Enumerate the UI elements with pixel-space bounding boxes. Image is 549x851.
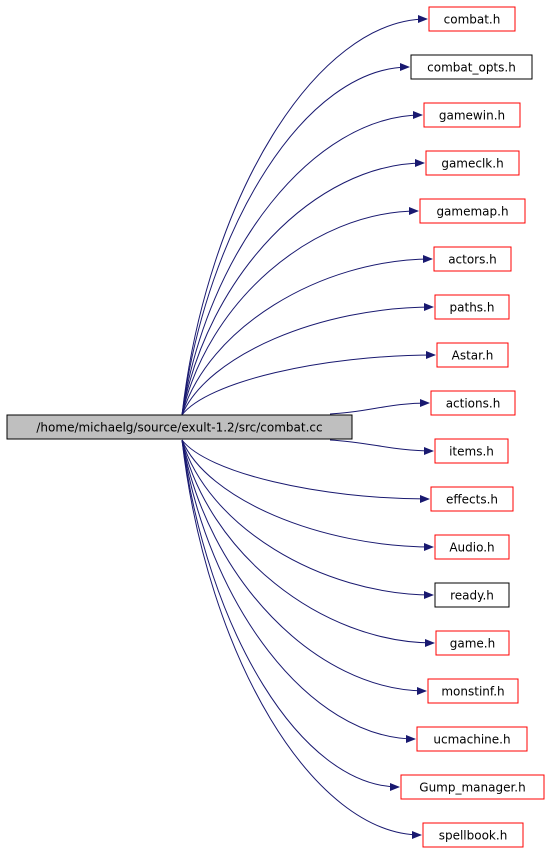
- include-edge: [181, 439, 430, 503]
- include-node-label: gamemap.h: [436, 205, 508, 219]
- include-node[interactable]: Astar.h: [436, 342, 509, 368]
- include-edge: [329, 399, 430, 415]
- include-node[interactable]: gameclk.h: [425, 150, 520, 176]
- include-node-label: game.h: [450, 637, 495, 651]
- include-edge: [181, 15, 428, 416]
- source-file-label: /home/michaelg/source/exult-1.2/src/comb…: [36, 421, 322, 435]
- include-node-box[interactable]: [433, 246, 512, 272]
- include-node[interactable]: combat_opts.h: [410, 54, 533, 80]
- include-node-label: paths.h: [450, 301, 495, 315]
- include-node-label: Astar.h: [452, 349, 494, 363]
- include-edge: [181, 351, 436, 416]
- include-edge: [181, 439, 427, 695]
- include-node-label: gameclk.h: [441, 157, 503, 171]
- include-node-box[interactable]: [435, 630, 510, 656]
- include-node-label: combat_opts.h: [427, 61, 516, 75]
- include-node-box[interactable]: [430, 486, 514, 512]
- include-node[interactable]: game.h: [435, 630, 510, 656]
- include-edge: [181, 63, 410, 416]
- include-node-label: ucmachine.h: [433, 733, 510, 747]
- include-node-label: monstinf.h: [441, 685, 504, 699]
- include-node-box[interactable]: [423, 102, 521, 128]
- include-node-box[interactable]: [416, 726, 528, 752]
- include-edge: [181, 439, 434, 599]
- include-node-box[interactable]: [427, 678, 519, 704]
- include-node-box[interactable]: [434, 438, 509, 464]
- include-node[interactable]: combat.h: [428, 6, 516, 32]
- include-node-label: combat.h: [444, 13, 501, 27]
- include-node-label: effects.h: [446, 493, 498, 507]
- include-node[interactable]: paths.h: [434, 294, 510, 320]
- include-node-box[interactable]: [410, 54, 533, 80]
- include-edge: [181, 439, 422, 839]
- include-edge: [329, 439, 434, 455]
- include-node-label: gamewin.h: [439, 109, 505, 123]
- include-node-box[interactable]: [434, 294, 510, 320]
- include-node-box[interactable]: [430, 390, 516, 416]
- include-node-label: Gump_manager.h: [419, 781, 525, 795]
- include-edge: [181, 207, 419, 416]
- include-node-box[interactable]: [434, 534, 510, 560]
- source-file-node[interactable]: /home/michaelg/source/exult-1.2/src/comb…: [6, 414, 353, 440]
- source-file-box[interactable]: [6, 414, 353, 440]
- include-node-label: actors.h: [448, 253, 497, 267]
- include-node[interactable]: Gump_manager.h: [400, 774, 545, 800]
- include-node-box[interactable]: [425, 150, 520, 176]
- include-node-label: ready.h: [450, 589, 494, 603]
- include-node[interactable]: spellbook.h: [422, 822, 524, 848]
- include-edge: [181, 439, 400, 791]
- include-node[interactable]: items.h: [434, 438, 509, 464]
- include-node-box[interactable]: [422, 822, 524, 848]
- include-node-box[interactable]: [436, 342, 509, 368]
- include-node[interactable]: effects.h: [430, 486, 514, 512]
- include-node[interactable]: ucmachine.h: [416, 726, 528, 752]
- include-edge: [181, 439, 435, 647]
- include-edge: [181, 111, 423, 416]
- include-edges: [181, 15, 436, 839]
- include-node[interactable]: gamemap.h: [419, 198, 526, 224]
- include-node-label: items.h: [449, 445, 494, 459]
- include-file-nodes: combat.h combat_opts.h gamewin.h gameclk.h g…: [400, 6, 545, 848]
- include-node-box[interactable]: [400, 774, 545, 800]
- include-node[interactable]: actors.h: [433, 246, 512, 272]
- include-edge: [181, 159, 425, 416]
- include-node[interactable]: ready.h: [434, 582, 510, 608]
- include-node-box[interactable]: [428, 6, 516, 32]
- include-node-box[interactable]: [434, 582, 510, 608]
- include-node-box[interactable]: [419, 198, 526, 224]
- include-node[interactable]: gamewin.h: [423, 102, 521, 128]
- include-node[interactable]: actions.h: [430, 390, 516, 416]
- include-node-label: actions.h: [446, 397, 501, 411]
- include-edge: [181, 439, 434, 551]
- include-edge: [181, 255, 433, 416]
- include-edge: [181, 439, 416, 743]
- include-node-label: Audio.h: [449, 541, 494, 555]
- include-node[interactable]: monstinf.h: [427, 678, 519, 704]
- include-edge: [181, 303, 434, 416]
- include-node-label: spellbook.h: [439, 829, 508, 843]
- include-node[interactable]: Audio.h: [434, 534, 510, 560]
